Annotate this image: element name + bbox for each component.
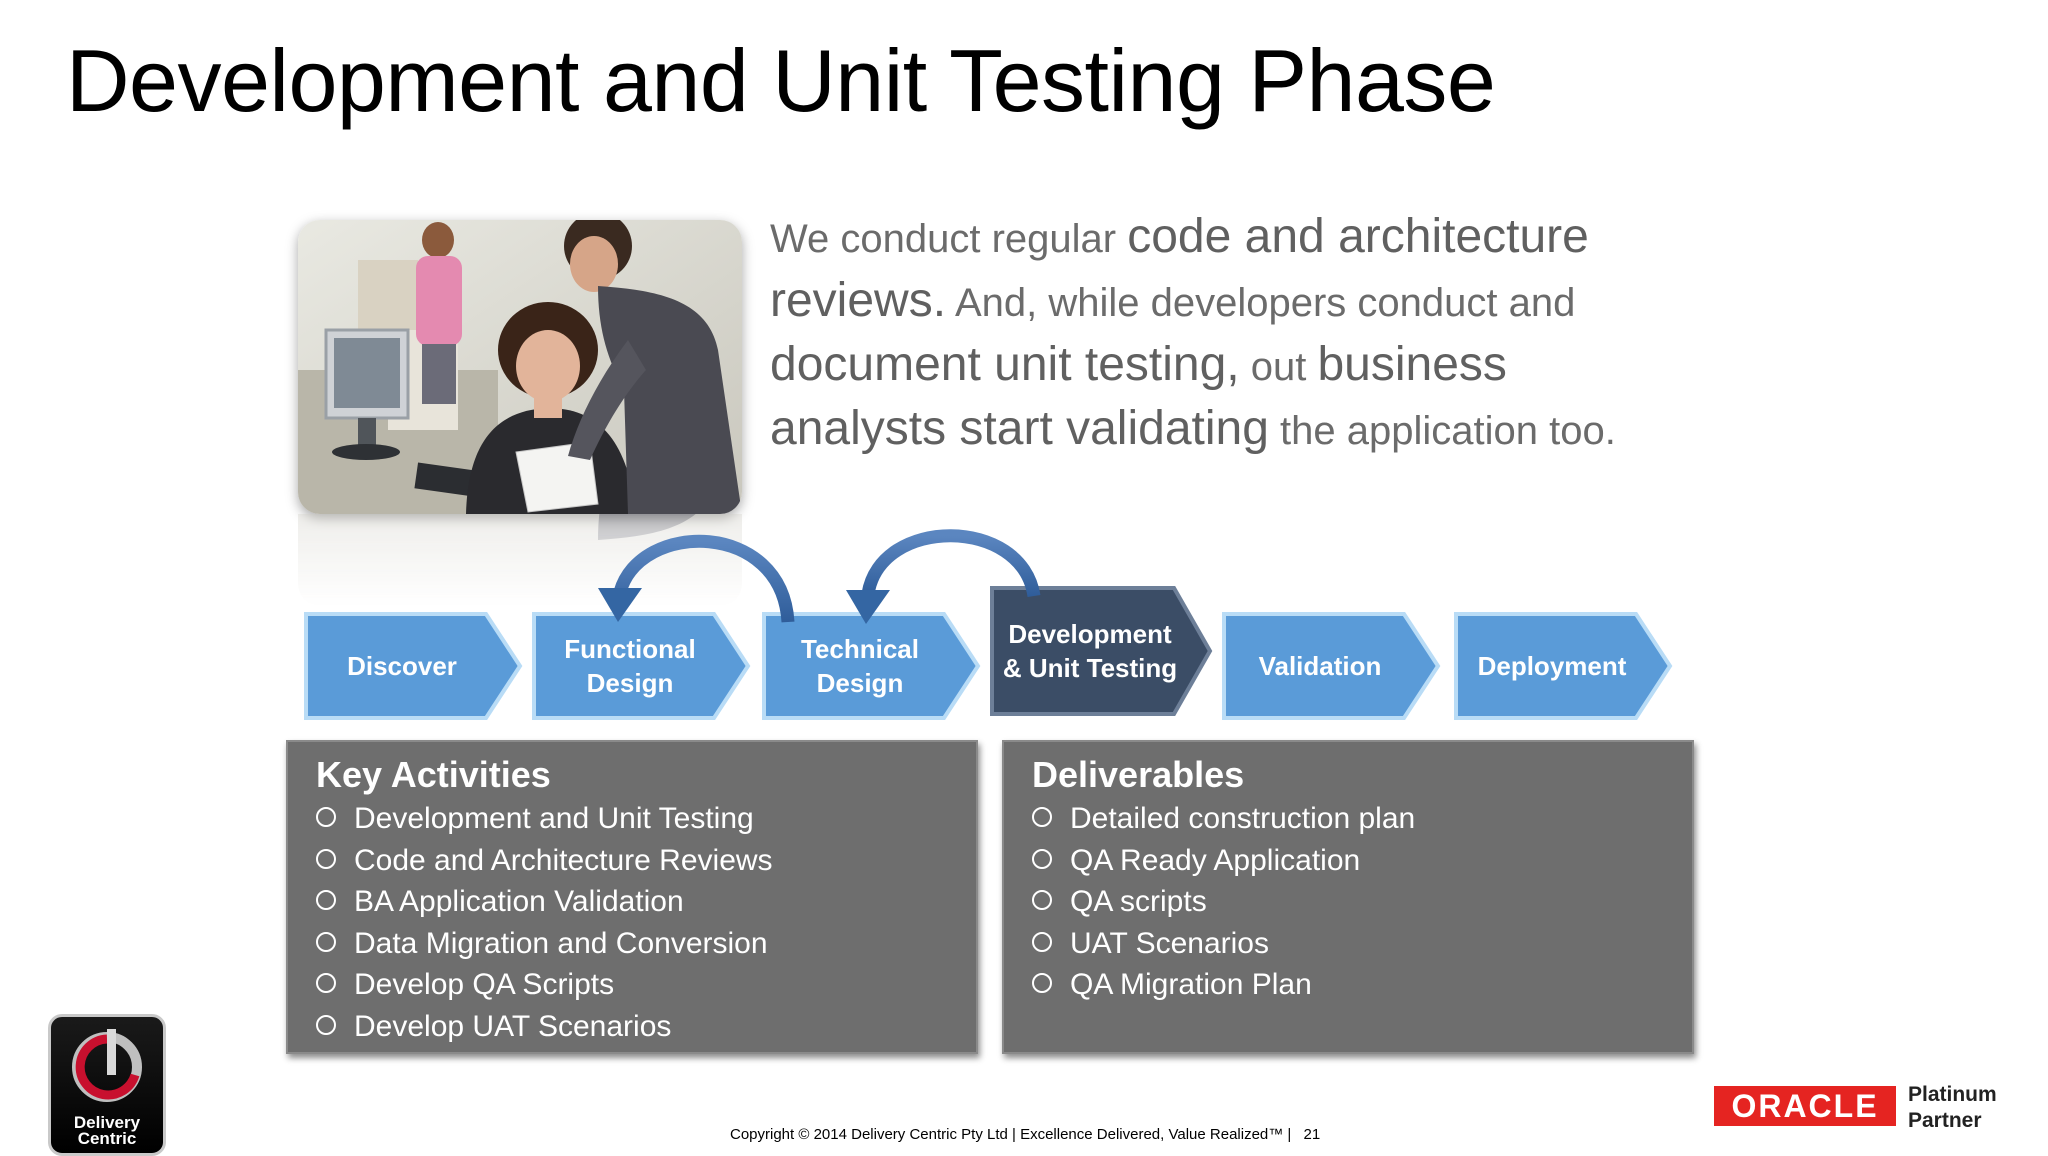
list-item-text: QA Migration Plan bbox=[1070, 968, 1312, 1001]
slide-title: Development and Unit Testing Phase bbox=[66, 31, 1496, 130]
list-item: Code and Architecture Reviews bbox=[316, 840, 976, 882]
delivery-centric-logo: Delivery Centric bbox=[48, 1014, 166, 1156]
list-item: QA Migration Plan bbox=[1032, 964, 1692, 1006]
step-label-line2: Design bbox=[816, 668, 904, 698]
partner-line1: Platinum bbox=[1908, 1083, 1997, 1106]
list-item-text: QA Ready Application bbox=[1070, 843, 1361, 877]
office-photo bbox=[298, 220, 742, 514]
list-item-text: Data Migration and Conversion bbox=[354, 926, 768, 960]
oracle-partner-label: Platinum Partner bbox=[1908, 1082, 1997, 1134]
step-label-line1: Validation bbox=[1258, 651, 1382, 681]
delivery-centric-wordmark: Delivery Centric bbox=[51, 1113, 163, 1148]
circle-bullet-icon bbox=[316, 1014, 336, 1035]
circle-bullet-icon bbox=[1032, 973, 1052, 994]
circle-bullet-icon bbox=[316, 848, 336, 869]
deliverables-panel: Deliverables Detailed construction plan … bbox=[1002, 740, 1694, 1054]
process-step-label: Validation bbox=[1222, 612, 1440, 720]
list-item: BA Application Validation bbox=[316, 881, 976, 923]
list-item-text: UAT Scenarios bbox=[1070, 926, 1269, 960]
list-item: QA scripts bbox=[1032, 881, 1692, 923]
dc-wordmark-line2: Centric bbox=[77, 1129, 137, 1148]
copyright-text: Copyright © 2014 Delivery Centric Pty Lt… bbox=[730, 1126, 1292, 1143]
chevron-arrow-icon bbox=[990, 586, 1213, 716]
key-activities-panel: Key Activities Development and Unit Test… bbox=[286, 740, 978, 1054]
intro-paragraph: We conduct regular code and architecture… bbox=[770, 206, 1650, 462]
partner-line2: Partner bbox=[1908, 1109, 1982, 1132]
list-item-text: Detailed construction plan bbox=[1070, 802, 1416, 835]
process-step-development-unit-testing: Development & Unit Testing bbox=[990, 586, 1213, 716]
intro-emphasis-1: code and architecture reviews. bbox=[770, 210, 1589, 327]
chevron-arrow-icon bbox=[1454, 612, 1673, 720]
process-step-discover: Discover bbox=[304, 612, 523, 720]
intro-emphasis-2: document unit testing, bbox=[770, 338, 1240, 391]
list-item-text: QA scripts bbox=[1070, 885, 1207, 918]
list-item: UAT Scenarios bbox=[1032, 923, 1692, 965]
list-item-text: Develop UAT Scenarios bbox=[354, 1009, 672, 1043]
circle-bullet-icon bbox=[1032, 890, 1052, 911]
step-label-line1: Functional bbox=[564, 634, 696, 664]
intro-text-3: out bbox=[1239, 345, 1318, 389]
key-activities-list: Development and Unit Testing Code and Ar… bbox=[316, 798, 976, 1047]
intro-text-4: the application too. bbox=[1268, 409, 1616, 453]
list-item: Data Migration and Conversion bbox=[316, 923, 976, 965]
process-step-validation: Validation bbox=[1222, 612, 1441, 720]
step-label-line1: Development bbox=[1008, 619, 1172, 649]
list-item: Develop QA Scripts bbox=[316, 964, 976, 1006]
footer: Copyright © 2014 Delivery Centric Pty Lt… bbox=[730, 1126, 1320, 1143]
circle-bullet-icon bbox=[316, 931, 336, 952]
office-photo-illustration bbox=[298, 220, 742, 514]
key-activities-heading: Key Activities bbox=[316, 754, 551, 795]
list-item: Development and Unit Testing bbox=[316, 798, 976, 840]
list-item: QA Ready Application bbox=[1032, 840, 1692, 882]
dc-emblem-icon bbox=[72, 1029, 142, 1102]
circle-bullet-icon bbox=[316, 807, 336, 828]
dc-wordmark-line1: Delivery bbox=[73, 1113, 141, 1132]
page-number: 21 bbox=[1303, 1126, 1321, 1143]
process-step-label: Deployment bbox=[1454, 612, 1672, 720]
list-item-text: Code and Architecture Reviews bbox=[354, 843, 773, 877]
step-label-line2: & Unit Testing bbox=[1002, 653, 1178, 683]
list-item-text: Development and Unit Testing bbox=[354, 802, 754, 835]
process-step-label: Development & Unit Testing bbox=[990, 586, 1212, 716]
deliverables-list: Detailed construction plan QA Ready Appl… bbox=[1032, 798, 1692, 1006]
intro-text-1: We conduct regular bbox=[770, 217, 1128, 261]
process-step-deployment: Deployment bbox=[1454, 612, 1673, 720]
list-item: Detailed construction plan bbox=[1032, 798, 1692, 840]
step-label-line1: Deployment bbox=[1477, 651, 1627, 681]
circle-bullet-icon bbox=[1032, 931, 1052, 952]
list-item: Develop UAT Scenarios bbox=[316, 1006, 976, 1048]
chevron-arrow-icon bbox=[1222, 612, 1441, 720]
list-item-text: Develop QA Scripts bbox=[354, 968, 615, 1001]
circle-bullet-icon bbox=[1032, 848, 1052, 869]
circle-bullet-icon bbox=[1032, 807, 1052, 828]
intro-text-2: And, while developers conduct and bbox=[946, 281, 1576, 325]
office-photo-reflection bbox=[298, 514, 742, 606]
list-item-text: BA Application Validation bbox=[354, 885, 684, 918]
process-step-label: Discover bbox=[304, 612, 522, 720]
deliverables-heading: Deliverables bbox=[1032, 754, 1245, 795]
step-label-line1: Technical bbox=[800, 634, 919, 664]
chevron-arrow-icon bbox=[304, 612, 523, 720]
office-photo-reflection-illustration bbox=[298, 514, 742, 606]
circle-bullet-icon bbox=[316, 973, 336, 994]
circle-bullet-icon bbox=[316, 890, 336, 911]
step-label-line2: Design bbox=[586, 668, 674, 698]
intro-emphasis-3: business analysts start validating bbox=[770, 338, 1507, 455]
oracle-logo: ORACLE bbox=[1714, 1086, 1896, 1126]
chevron-arrow-icon bbox=[762, 612, 981, 720]
step-label-line1: Discover bbox=[347, 651, 457, 681]
